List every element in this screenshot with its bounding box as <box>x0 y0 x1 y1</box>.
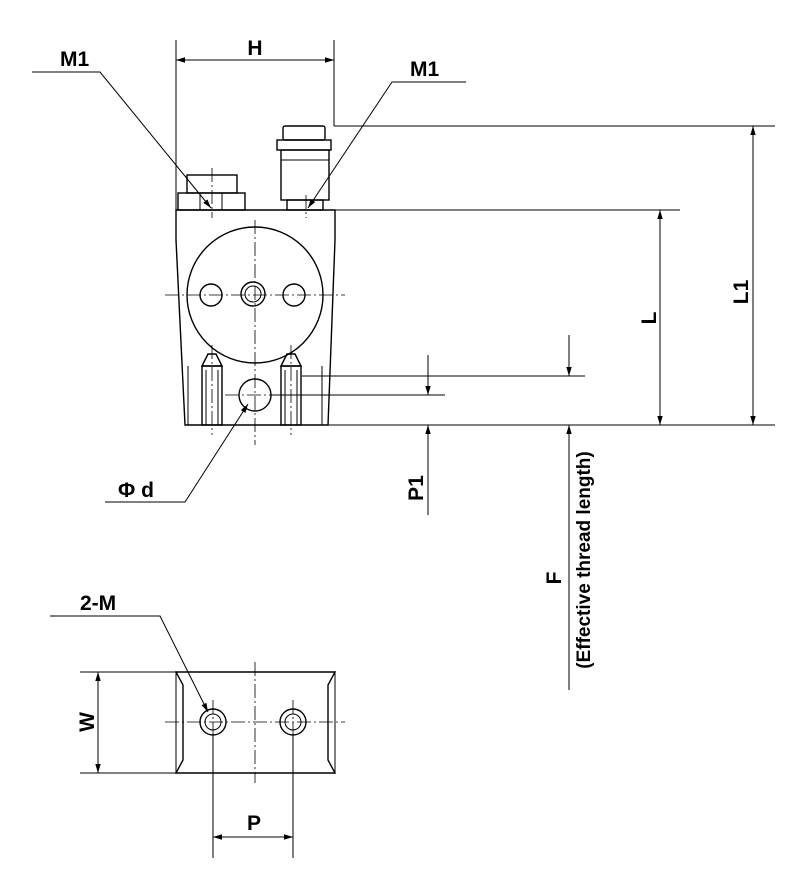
front-view <box>165 125 345 445</box>
body-outline <box>175 209 336 426</box>
label-m1-right: M1 <box>410 58 439 81</box>
label-l: L <box>638 311 661 324</box>
label-phi-d: Φ d <box>118 479 154 502</box>
label-p: P <box>247 812 261 835</box>
dimension-w: W <box>76 671 176 774</box>
dimension-l1: L1 <box>328 125 775 426</box>
leader-m1-left: M1 <box>32 48 212 209</box>
label-2-m: 2-M <box>80 592 116 615</box>
dimension-l: L <box>335 209 680 425</box>
leader-2-m: 2-M <box>50 592 209 713</box>
label-l1: L1 <box>730 279 753 304</box>
push-in-fitting <box>276 125 332 211</box>
dimension-h: H <box>175 37 335 210</box>
dimension-p: P <box>212 736 294 858</box>
label-h: H <box>247 37 262 60</box>
label-w: W <box>76 712 99 732</box>
threaded-pin-left <box>200 353 224 426</box>
dimension-f: F (Effective thread length) <box>302 335 595 690</box>
leader-phi-d: Φ d <box>105 403 249 503</box>
label-m1-left: M1 <box>60 48 89 71</box>
dimension-p1: P1 <box>271 355 445 515</box>
bottom-view <box>165 662 345 783</box>
leader-m1-right: M1 <box>307 58 466 209</box>
label-f: F <box>543 571 566 584</box>
label-p1: P1 <box>405 475 428 501</box>
label-f-note: (Effective thread length) <box>574 451 595 668</box>
